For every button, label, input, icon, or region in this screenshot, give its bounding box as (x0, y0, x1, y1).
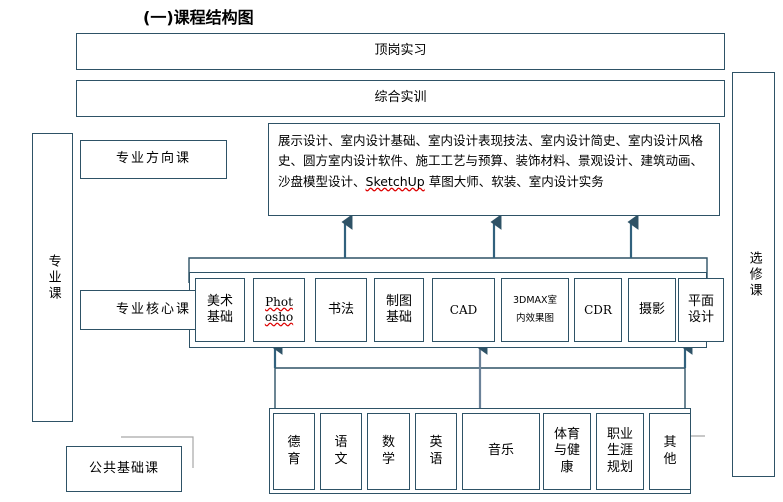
base-course-box-7-line0: 其 (663, 435, 677, 451)
left-label-specialty-course[interactable]: 专业课 (32, 133, 73, 422)
page-title: (一)课程结构图 (143, 8, 254, 27)
base-course-box-4[interactable]: 音乐 (462, 413, 540, 490)
base-course-box-5[interactable]: 体育 与健 康 (543, 413, 591, 490)
core-course-box-6[interactable]: CDR (574, 278, 622, 342)
base-course-box-1[interactable]: 语 文 (320, 413, 362, 490)
base-course-box-5-line2: 康 (560, 459, 574, 475)
left-label-specialty-course-text: 专业课 (45, 253, 61, 302)
core-course-box-6-line0: CDR (584, 302, 612, 317)
top-bar-internship[interactable]: 顶岗实习 (76, 33, 725, 70)
base-course-box-6-line2: 规划 (606, 459, 633, 475)
core-course-box-8-line0: 平面 (687, 293, 714, 309)
core-course-box-0[interactable]: 美术 基础 (195, 278, 245, 342)
specialty-course-text-part2: 草图大师、软装、室内设计实务 (424, 173, 604, 189)
left-label-core-course-text: 专业核心课 (115, 301, 191, 317)
base-course-box-3[interactable]: 英 语 (415, 413, 457, 490)
base-course-box-5-line0: 体育 (553, 427, 580, 443)
core-course-box-4[interactable]: CAD (432, 278, 495, 342)
base-course-box-2-line0: 数 (381, 435, 395, 451)
core-course-box-7[interactable]: 摄影 (628, 278, 676, 342)
base-course-box-4-line0: 音乐 (487, 443, 514, 459)
base-course-box-6[interactable]: 职业 生涯 规划 (596, 413, 644, 490)
right-label-elective-course[interactable]: 选修课 (732, 72, 775, 477)
core-course-box-2[interactable]: 书法 (315, 278, 367, 342)
base-course-box-2-line1: 学 (381, 451, 395, 467)
base-course-box-0-line0: 德 (287, 435, 301, 451)
core-course-box-1[interactable]: Phot osho (253, 278, 305, 342)
core-course-box-7-line0: 摄影 (638, 301, 665, 317)
base-course-box-6-line0: 职业 (606, 427, 633, 443)
left-label-direction-course-text: 专业方向课 (115, 151, 191, 167)
base-course-box-5-line1: 与健 (553, 443, 580, 459)
core-course-box-4-line0: CAD (449, 302, 478, 317)
core-course-box-5-line0: 3DMAX室 (512, 294, 558, 306)
base-course-box-3-line1: 语 (429, 451, 443, 467)
left-label-direction-course[interactable]: 专业方向课 (80, 140, 227, 179)
core-course-box-2-line0: 书法 (327, 301, 354, 317)
base-course-box-7[interactable]: 其 他 (649, 413, 691, 490)
base-course-box-0-line1: 育 (287, 451, 301, 467)
base-course-box-2[interactable]: 数 学 (367, 413, 410, 490)
base-course-box-1-line1: 文 (334, 451, 348, 467)
specialty-direction-course-list[interactable]: 展示设计、室内设计基础、室内设计表现技法、室内设计简史、室内设计风格史、圆方室内… (268, 123, 720, 216)
specialty-course-text-part1: 展示设计、室内设计基础、室内设计表现技法、室内设计简史、室内设计风格史、圆方室内… (278, 133, 704, 189)
base-course-box-7-line1: 他 (663, 451, 677, 467)
core-course-box-8[interactable]: 平面 设计 (678, 278, 724, 342)
right-label-elective-course-text: 选修课 (746, 250, 762, 299)
core-course-box-1-line0: Phot (265, 295, 293, 309)
base-course-box-0[interactable]: 德 育 (273, 413, 315, 490)
core-course-box-3-line1: 基础 (385, 310, 412, 325)
left-label-public-base-course-text: 公共基础课 (88, 460, 159, 476)
left-label-public-base-course[interactable]: 公共基础课 (66, 446, 182, 492)
base-course-box-3-line0: 英 (429, 435, 443, 451)
core-course-box-3[interactable]: 制图 基础 (374, 278, 424, 342)
core-course-box-5[interactable]: 3DMAX室 内效果图 (501, 278, 569, 342)
core-course-box-3-line0: 制图 (385, 293, 412, 309)
top-bar-comprehensive-training[interactable]: 综合实训 (76, 80, 725, 117)
top-bar-internship-label: 顶岗实习 (374, 43, 427, 59)
specialty-course-text-sketchup: SketchUp (365, 173, 425, 189)
core-course-box-0-line1: 基础 (206, 310, 233, 325)
base-course-box-6-line1: 生涯 (606, 443, 633, 459)
core-course-box-5-line1: 内效果图 (515, 313, 554, 324)
core-course-box-0-line0: 美术 (206, 293, 233, 309)
core-course-box-1-line1: osho (264, 310, 294, 324)
base-course-box-1-line0: 语 (334, 435, 348, 451)
top-bar-comprehensive-training-label: 综合实训 (374, 90, 427, 106)
core-course-box-8-line1: 设计 (687, 310, 714, 325)
